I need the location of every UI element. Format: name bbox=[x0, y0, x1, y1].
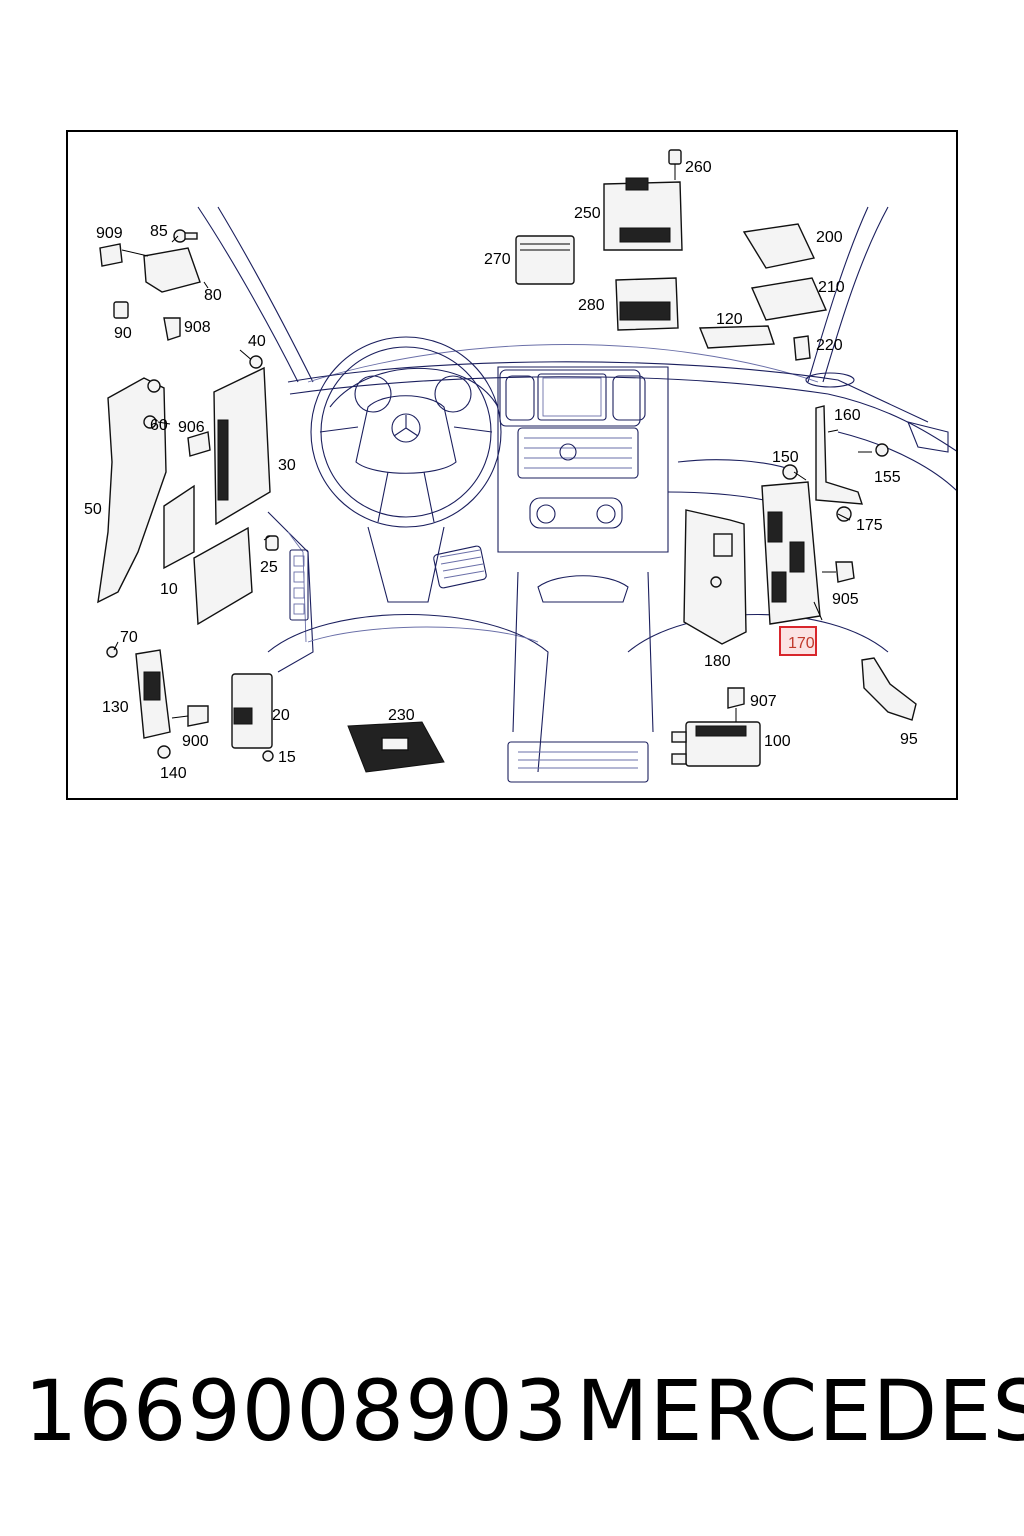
part-180-module bbox=[683, 509, 747, 645]
dashboard-line-art bbox=[197, 206, 956, 783]
part-130-module bbox=[135, 649, 171, 739]
callout-170: 170 bbox=[788, 635, 815, 652]
part-200-module bbox=[742, 223, 816, 269]
part-80-holder bbox=[143, 247, 201, 293]
part-909-connector bbox=[99, 243, 123, 267]
part-150-nut bbox=[782, 464, 798, 480]
part-905-connector bbox=[835, 561, 855, 583]
part-260-screw bbox=[668, 149, 682, 180]
part-230-module bbox=[347, 721, 445, 773]
callout-210: 210 bbox=[818, 279, 845, 296]
leader-lines bbox=[113, 235, 872, 722]
part-906-connector bbox=[187, 431, 211, 457]
callout-25: 25 bbox=[260, 559, 278, 576]
callout-70: 70 bbox=[120, 629, 138, 646]
callout-150: 150 bbox=[772, 449, 799, 466]
part-907-connector bbox=[727, 687, 745, 709]
callout-160: 160 bbox=[834, 407, 861, 424]
callout-10: 10 bbox=[160, 581, 178, 598]
callout-909: 909 bbox=[96, 225, 123, 242]
callout-905: 905 bbox=[832, 591, 859, 608]
callout-200: 200 bbox=[816, 229, 843, 246]
part-140-nut bbox=[157, 745, 171, 759]
part-20-module bbox=[231, 673, 273, 749]
part-50-bracket bbox=[97, 377, 167, 604]
callout-20: 20 bbox=[272, 707, 290, 724]
callout-220: 220 bbox=[816, 337, 843, 354]
callout-15: 15 bbox=[278, 749, 296, 766]
callout-270: 270 bbox=[484, 251, 511, 268]
part-10-module bbox=[163, 484, 253, 626]
parts-diagram: 260 250 270 909 85 80 90 908 200 210 280… bbox=[66, 130, 958, 800]
part-170-module bbox=[761, 481, 821, 625]
callout-908: 908 bbox=[184, 319, 211, 336]
callout-130: 130 bbox=[102, 699, 129, 716]
part-25-nut bbox=[265, 535, 279, 551]
callout-280: 280 bbox=[578, 297, 605, 314]
callout-140: 140 bbox=[160, 765, 187, 782]
part-100-module bbox=[671, 721, 761, 767]
callout-labels: 260 250 270 909 85 80 90 908 200 210 280… bbox=[84, 159, 918, 782]
callout-40: 40 bbox=[248, 333, 266, 350]
diagram-svg: 260 250 270 909 85 80 90 908 200 210 280… bbox=[84, 149, 956, 783]
part-60-nut bbox=[143, 415, 157, 429]
part-number: 1669008903 bbox=[24, 1362, 569, 1460]
part-155-nut bbox=[875, 443, 889, 457]
part-85-screw bbox=[173, 229, 198, 243]
parts bbox=[97, 149, 917, 773]
part-40-screw bbox=[239, 349, 263, 369]
part-160-bracket bbox=[815, 405, 864, 505]
part-280-module bbox=[615, 277, 679, 331]
callout-907: 907 bbox=[750, 693, 777, 710]
callout-230: 230 bbox=[388, 707, 415, 724]
brand-name: MERCEDES bbox=[576, 1362, 1024, 1460]
callout-30: 30 bbox=[278, 457, 296, 474]
callout-250: 250 bbox=[574, 205, 601, 222]
part-120-connector bbox=[698, 325, 775, 349]
callout-100: 100 bbox=[764, 733, 791, 750]
part-220-tag bbox=[793, 335, 811, 361]
callout-95: 95 bbox=[900, 731, 918, 748]
steering-wheel-outline bbox=[310, 336, 502, 528]
callout-175: 175 bbox=[856, 517, 883, 534]
part-30-module bbox=[213, 366, 271, 526]
part-15-screw bbox=[262, 750, 274, 762]
part-70-screw bbox=[106, 646, 118, 658]
callout-50: 50 bbox=[84, 501, 102, 518]
callout-900: 900 bbox=[182, 733, 209, 750]
callout-80: 80 bbox=[204, 287, 222, 304]
part-270-module bbox=[515, 235, 575, 285]
callout-120: 120 bbox=[716, 311, 743, 328]
callout-85: 85 bbox=[150, 223, 168, 240]
callout-906: 906 bbox=[178, 419, 205, 436]
part-250-module bbox=[603, 177, 683, 251]
part-908-connector bbox=[163, 317, 181, 341]
callout-60: 60 bbox=[150, 417, 168, 434]
callout-155: 155 bbox=[874, 469, 901, 486]
part-900-connector bbox=[187, 705, 209, 727]
callout-260: 260 bbox=[685, 159, 712, 176]
caption: 1669008903 MERCEDES bbox=[0, 1362, 1024, 1472]
part-95-bracket bbox=[861, 657, 917, 721]
callout-180: 180 bbox=[704, 653, 731, 670]
part-210-cover bbox=[750, 277, 828, 321]
part-175-screw bbox=[836, 506, 852, 522]
callout-90: 90 bbox=[114, 325, 132, 342]
highlight-box-170 bbox=[779, 626, 817, 656]
part-90-fuse bbox=[113, 301, 129, 319]
